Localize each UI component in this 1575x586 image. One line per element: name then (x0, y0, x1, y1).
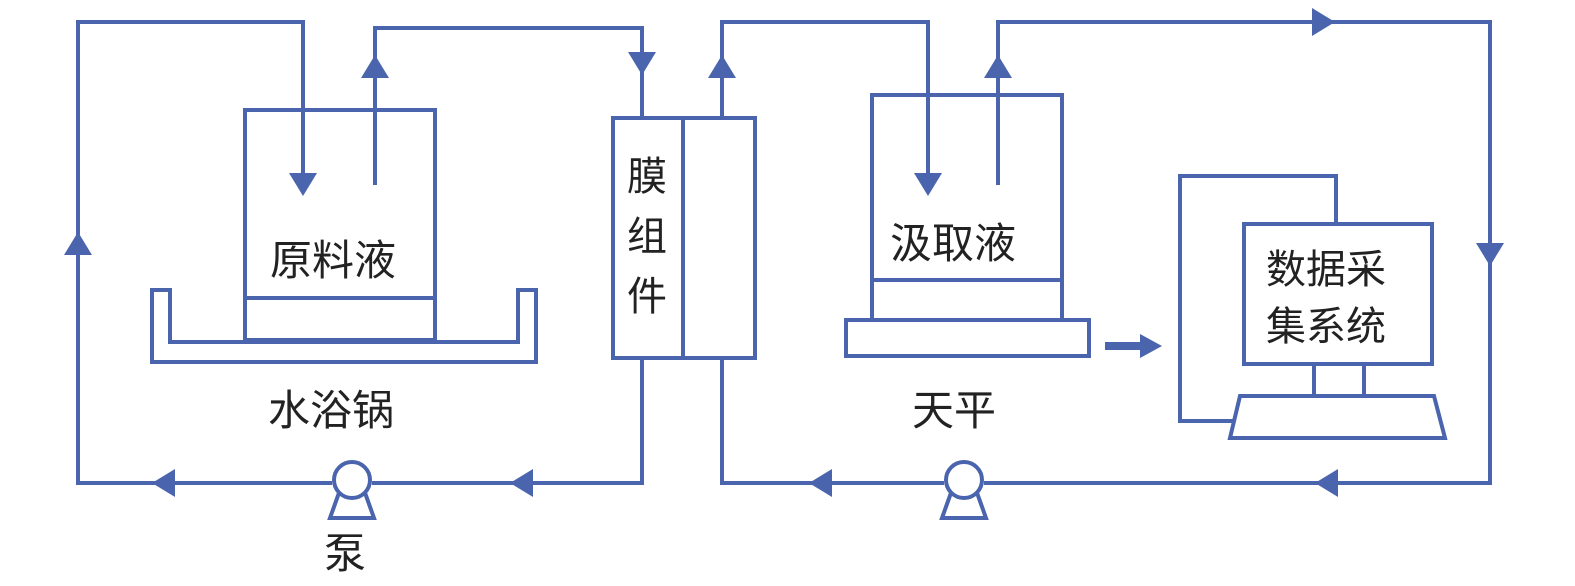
flow-arrow-icon (809, 469, 832, 497)
membrane-label-3: 件 (627, 274, 667, 320)
pump-icon (939, 460, 989, 520)
flow-arrow-icon (289, 173, 317, 196)
draw-to-membrane-pipe (720, 358, 944, 485)
balance (844, 318, 1091, 358)
water-bath (150, 288, 538, 364)
flow-arrow-icon (914, 173, 942, 196)
draw-tank (870, 93, 1064, 322)
balance-label: 天平 (912, 386, 996, 435)
flow-arrow-icon (1476, 243, 1504, 266)
draw-label: 汲取液 (890, 219, 1016, 268)
flow-arrow-icon (708, 55, 736, 78)
data-system-label-2: 集系统 (1266, 304, 1386, 350)
flow-arrow-icon (510, 469, 533, 497)
flow-arrow-icon (628, 52, 656, 75)
feed-to-pump-pipe (372, 358, 644, 485)
flow-arrow-icon (1315, 469, 1338, 497)
signal-arrow-icon (1105, 334, 1162, 358)
flow-arrow-icon (64, 232, 92, 255)
flow-arrow-icon (1312, 8, 1335, 36)
water-bath-label: 水浴锅 (268, 386, 394, 435)
feed-label: 原料液 (270, 236, 396, 285)
pump-icon (327, 460, 377, 520)
data-system-label-1: 数据采 (1266, 247, 1386, 293)
pump-label: 泵 (324, 529, 366, 578)
membrane-module (611, 116, 757, 360)
flow-arrow-icon (361, 55, 389, 78)
computer-icon (1178, 174, 1448, 440)
membrane-label-1: 膜 (627, 154, 667, 200)
feed-tank (243, 108, 437, 342)
membrane-label-2: 组 (627, 214, 667, 260)
flow-arrow-icon (984, 55, 1012, 78)
flow-arrow-icon (152, 469, 175, 497)
